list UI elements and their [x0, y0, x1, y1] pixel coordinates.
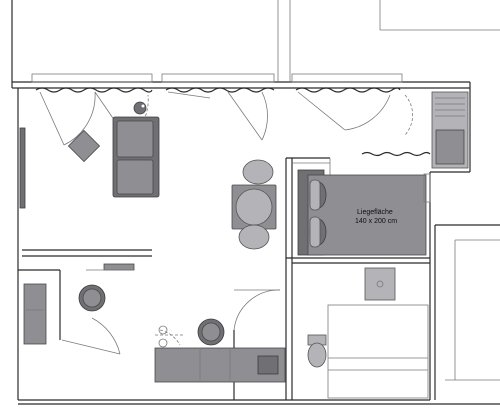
bedroom-walls	[285, 157, 430, 400]
bathroom-walls	[233, 289, 281, 400]
bath-stool	[197, 318, 225, 346]
toilet	[307, 334, 327, 368]
shower	[327, 304, 429, 399]
side-table	[67, 129, 101, 163]
sofa	[112, 116, 160, 198]
bed-size-label: 140 x 200 cm	[355, 218, 397, 225]
radiator-right	[423, 173, 431, 203]
window-3	[291, 73, 403, 93]
fridge	[23, 283, 47, 345]
wardrobe	[431, 91, 469, 169]
wall-unit	[19, 127, 26, 209]
bed: Liegefläche 140 x 200 cm	[297, 169, 427, 256]
kitchen-counter	[154, 325, 286, 383]
floor-lamp	[133, 101, 147, 115]
sink	[364, 267, 396, 301]
window-swings	[39, 91, 414, 146]
curtain-right	[361, 151, 431, 157]
kitchen-partition	[18, 249, 152, 340]
window-1	[31, 73, 153, 93]
dining-set	[231, 159, 277, 250]
bed-title-label: Liegefläche	[357, 209, 393, 216]
round-stool	[78, 284, 106, 312]
window-2	[161, 73, 275, 93]
